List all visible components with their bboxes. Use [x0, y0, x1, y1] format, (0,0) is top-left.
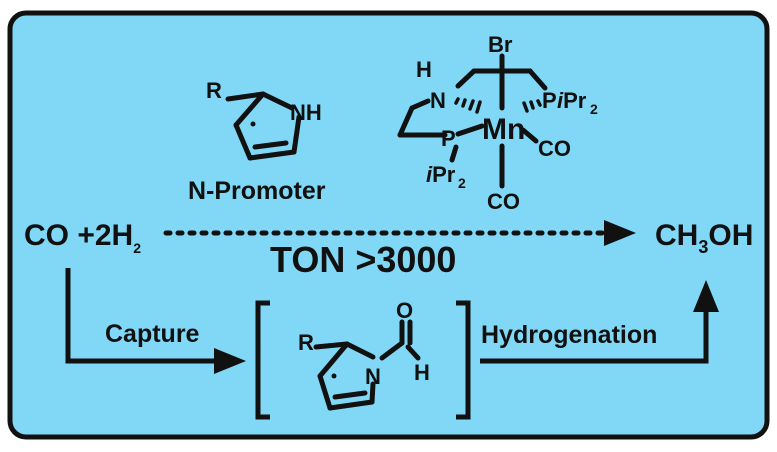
promoter-structure — [225, 91, 302, 161]
intermediate-r: R — [298, 330, 314, 355]
dotted-arrow-head — [604, 220, 636, 246]
catalyst-co-2: CO — [487, 189, 520, 214]
catalyst-p-left-sub: 2 — [458, 175, 466, 191]
intermediate-o: O — [396, 298, 413, 323]
capture-label: Capture — [105, 320, 200, 348]
catalyst-h: H — [416, 57, 432, 82]
hydrogenation-arrow-head — [693, 280, 719, 312]
catalyst-mn: Mn — [482, 113, 525, 146]
promoter-r-label: R — [206, 78, 222, 103]
capture-arrow-head — [214, 348, 246, 374]
capture-path — [65, 268, 225, 364]
catalyst-p-left: P — [441, 126, 456, 151]
product-label: CH3OH — [655, 219, 753, 257]
reactants-label: CO +2H2 — [24, 219, 141, 256]
catalyst-br: Br — [488, 32, 513, 57]
hydrogenation-path — [480, 300, 709, 364]
catalyst-bonds — [397, 53, 548, 189]
promoter-label: N-Promoter — [188, 177, 326, 205]
catalyst-p-left-ipr: iPr — [426, 162, 456, 187]
intermediate-structure — [313, 319, 421, 411]
catalyst-p-right: P — [542, 88, 557, 113]
catalyst-p-right-ipr: iPr — [557, 88, 587, 113]
intermediate-dot — [331, 373, 337, 379]
catalyst-n: N — [430, 88, 446, 113]
catalyst-hashed-bonds — [454, 97, 542, 114]
panel-background — [7, 10, 770, 440]
catalyst-co-1: CO — [538, 136, 571, 161]
promoter-nh-label: NH — [290, 100, 322, 125]
intermediate-n: N — [365, 364, 381, 389]
catalyst-p-right-sub: 2 — [590, 101, 598, 117]
ton-label: TON >3000 — [270, 239, 456, 280]
intermediate-h: H — [414, 360, 430, 385]
promoter-dot — [250, 121, 256, 127]
intermediate-brackets — [255, 300, 471, 420]
hydrogenation-label: Hydrogenation — [481, 321, 657, 349]
